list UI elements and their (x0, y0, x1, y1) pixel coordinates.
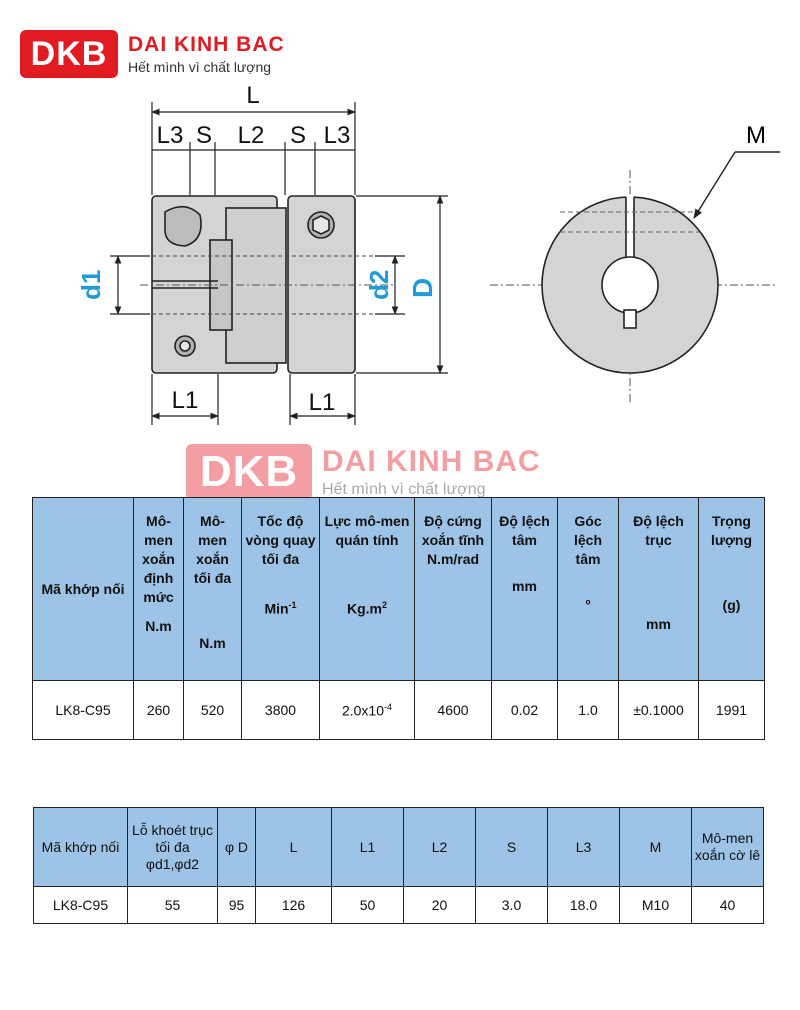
label-M: M (746, 122, 766, 149)
coupling-technical-drawing: L L3 S L2 S L3 (76, 82, 780, 425)
logo-mark: DKB (20, 30, 118, 78)
brand-name: DAI KINH BAC (128, 33, 285, 56)
dimension-lines-side (110, 195, 448, 374)
header2-wrench-torque: Mô-men xoắn cờ lê (691, 807, 764, 887)
cell-max-torque: 520 (183, 680, 242, 740)
cell2-L2: 20 (403, 886, 476, 924)
label-L: L (246, 82, 259, 109)
header2-M: M (619, 807, 692, 887)
dimension-lines-top (151, 102, 356, 195)
cell2-wrench-torque: 40 (691, 886, 764, 924)
label-d2: d2 (364, 270, 394, 300)
header2-model: Mã khớp nối (33, 807, 128, 887)
header2-S: S (475, 807, 548, 887)
table1-row: LK8-C95 260 520 3800 2.0x10-4 4600 0.02 … (32, 680, 765, 740)
header-stiffness: Độ cứng xoắn tĩnh N.m/rad (414, 497, 492, 681)
header-angle: Góc lệch tâm° (557, 497, 619, 681)
label-S-left: S (196, 122, 212, 149)
header2-L1: L1 (331, 807, 404, 887)
cell2-diameter: 95 (217, 886, 256, 924)
leader-line-M (693, 151, 780, 219)
label-D: D (407, 278, 438, 298)
watermark-name: DAI KINH BAC (322, 445, 541, 478)
brand-logo: DKB DAI KINH BAC Hết mình vì chất lượng (20, 30, 285, 78)
cell2-S: 3.0 (475, 886, 548, 924)
cell-model: LK8-C95 (32, 680, 134, 740)
cell-eccentricity: 0.02 (491, 680, 558, 740)
watermark-logo: DKB DAI KINH BAC Hết mình vì chất lượng (186, 444, 541, 500)
label-L3-right: L3 (324, 122, 351, 149)
cell2-model: LK8-C95 (33, 886, 128, 924)
cell-angle: 1.0 (557, 680, 619, 740)
dimension-lines-bottom (151, 374, 356, 425)
label-L3-left: L3 (157, 122, 184, 149)
coupling-front-view (541, 196, 719, 374)
cell2-L3: 18.0 (547, 886, 620, 924)
header2-max-bore: Lỗ khoét trục tối đa φd1,φd2 (127, 807, 218, 887)
cell2-M: M10 (619, 886, 692, 924)
cell-max-speed: 3800 (241, 680, 320, 740)
header-weight: Trọng lượng(g) (698, 497, 765, 681)
cell2-L: 126 (255, 886, 332, 924)
cell-axial: ±0.1000 (618, 680, 699, 740)
cell-inertia: 2.0x10-4 (319, 680, 415, 740)
watermark-mark: DKB (186, 444, 312, 500)
spec-table-dimensions: Mã khớp nối Lỗ khoét trục tối đa φd1,φd2… (33, 807, 764, 924)
header2-L3: L3 (547, 807, 620, 887)
label-S-right: S (290, 122, 306, 149)
coupling-side-view (151, 195, 356, 374)
label-L1-left: L1 (172, 387, 199, 414)
cell-stiffness: 4600 (414, 680, 492, 740)
header2-L2: L2 (403, 807, 476, 887)
header-model: Mã khớp nối (32, 497, 134, 681)
table2-row: LK8-C95 55 95 126 50 20 3.0 18.0 M10 40 (33, 886, 764, 924)
label-L2: L2 (238, 122, 265, 149)
brand-slogan: Hết mình vì chất lượng (128, 59, 272, 75)
cell-weight: 1991 (698, 680, 765, 740)
table2-header-row: Mã khớp nối Lỗ khoét trục tối đa φd1,φd2… (33, 807, 764, 887)
header2-L: L (255, 807, 332, 887)
cell-rated-torque: 260 (133, 680, 184, 740)
watermark-slogan: Hết mình vì chất lượng (322, 481, 486, 498)
label-L1-right: L1 (309, 389, 336, 416)
label-d1: d1 (76, 270, 106, 300)
cell2-max-bore: 55 (127, 886, 218, 924)
cell2-L1: 50 (331, 886, 404, 924)
header2-diameter: φ D (217, 807, 256, 887)
